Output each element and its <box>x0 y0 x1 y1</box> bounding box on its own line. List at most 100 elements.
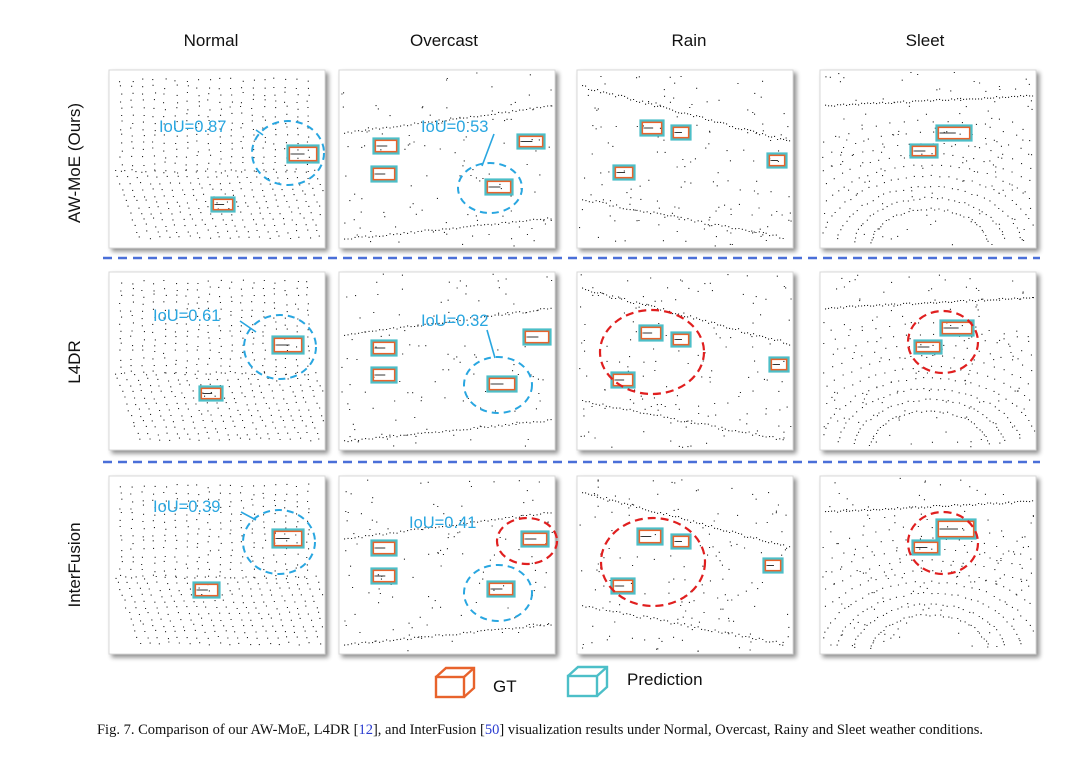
iou-label-l4dr-normal: IoU=0.61 <box>153 307 220 325</box>
caption-text-3: ] visualization results under Normal, Ov… <box>499 722 983 738</box>
gt-box <box>371 568 397 584</box>
gt-box <box>211 197 235 212</box>
iou-label-aw-moe-normal: IoU=0.87 <box>159 118 226 136</box>
gt-box <box>517 134 545 149</box>
gt-box <box>769 357 789 372</box>
prediction-box <box>612 164 636 181</box>
gt-box <box>487 581 515 597</box>
failure-highlight-circle <box>598 308 706 396</box>
prediction-box <box>370 539 398 557</box>
prediction-box <box>198 385 224 402</box>
iou-label-aw-moe-overcast: IoU=0.53 <box>421 118 488 136</box>
panel-l4dr-overcast <box>338 271 556 451</box>
prediction-box <box>370 366 398 384</box>
gt-box <box>373 138 399 154</box>
gt-box <box>287 145 319 163</box>
gt-box <box>371 367 397 383</box>
figure-caption: Fig. 7. Comparison of our AW-MoE, L4DR [… <box>0 722 1080 739</box>
gt-box <box>912 540 940 555</box>
caption-text-1: Fig. 7. Comparison of our AW-MoE, L4DR [ <box>96 722 359 738</box>
gt-box <box>371 540 397 556</box>
failure-highlight-circle <box>495 516 559 566</box>
panel-interfusion-overcast <box>338 475 559 655</box>
gt-box <box>671 534 691 549</box>
gt-box <box>767 153 787 168</box>
prediction-box <box>610 371 636 389</box>
gt-box <box>485 179 513 195</box>
prediction-box <box>610 577 636 595</box>
prediction-box <box>286 144 320 164</box>
iou-highlight-circle <box>457 162 523 214</box>
panel-l4dr-normal <box>108 271 326 451</box>
prediction-box <box>935 124 973 142</box>
iou-highlight-circle <box>251 120 325 186</box>
iou-label-interfusion-normal: IoU=0.39 <box>153 498 220 516</box>
panel-aw-moe-rain <box>576 69 794 249</box>
row-label-interfusion: InterFusion <box>65 522 84 607</box>
gt-box <box>613 165 635 180</box>
gt-box <box>940 320 974 336</box>
failure-highlight-circle <box>599 516 707 608</box>
prediction-box <box>484 178 514 196</box>
column-header-normal: Normal <box>184 31 239 50</box>
iou-label-l4dr-overcast: IoU=0.32 <box>421 312 488 330</box>
prediction-box <box>210 196 236 213</box>
failure-highlight-circle <box>906 309 980 375</box>
gt-box <box>272 336 304 354</box>
iou-pointer-line <box>486 329 496 359</box>
caption-ref-12[interactable]: 12 <box>358 722 373 738</box>
prediction-box <box>486 580 516 598</box>
iou-pointer-line <box>481 133 495 167</box>
gt-box <box>671 125 691 140</box>
gt-box <box>487 376 517 392</box>
panel-interfusion-rain <box>576 475 794 655</box>
iou-pointer-line <box>239 320 257 333</box>
iou-label-interfusion-overcast: IoU=0.41 <box>409 514 476 532</box>
gt-box <box>910 144 938 158</box>
gt-box <box>611 578 635 594</box>
column-header-overcast: Overcast <box>410 31 478 50</box>
prediction-box <box>639 119 665 137</box>
iou-highlight-circle <box>243 314 317 380</box>
gt-box <box>523 329 551 345</box>
iou-annotations: IoU=0.87 IoU=0.53 IoU=0.61 IoU=0.32 IoU=… <box>153 118 488 532</box>
panel-l4dr-rain <box>576 271 794 451</box>
prediction-box <box>636 527 664 546</box>
iou-highlight-circle <box>463 564 533 622</box>
prediction-box <box>372 137 400 155</box>
gt-box <box>936 519 976 539</box>
prediction-box <box>516 133 546 150</box>
legend-gt-label: GT <box>493 677 517 696</box>
panel-aw-moe-overcast <box>338 69 556 249</box>
gt-box <box>639 325 663 341</box>
gt-box <box>936 125 972 141</box>
prediction-box <box>271 335 305 355</box>
prediction-box <box>370 339 398 357</box>
column-header-rain: Rain <box>672 31 707 50</box>
panel-aw-moe-sleet <box>819 69 1037 249</box>
prediction-box <box>670 331 692 348</box>
gt-box <box>763 558 783 573</box>
legend: GT Prediction <box>434 665 703 699</box>
iou-pointer-line <box>255 129 264 136</box>
prediction-box <box>913 339 943 355</box>
caption-ref-50[interactable]: 50 <box>484 722 500 738</box>
prediction-box <box>766 152 788 169</box>
prediction-box <box>909 143 939 159</box>
iou-highlight-circle <box>463 356 533 414</box>
prediction-box <box>192 581 221 599</box>
caption-text-2: ], and InterFusion [ <box>372 722 485 738</box>
prediction-box <box>638 324 664 342</box>
prediction-box-icon <box>566 665 609 698</box>
prediction-box <box>370 567 398 585</box>
gt-box <box>199 386 223 401</box>
column-header-sleet: Sleet <box>906 31 945 50</box>
iou-highlight-circle <box>242 509 316 575</box>
prediction-box <box>670 124 692 141</box>
prediction-box <box>520 530 550 548</box>
panel-interfusion-sleet <box>819 475 1037 655</box>
gt-box <box>671 332 691 347</box>
prediction-box <box>522 328 552 346</box>
legend-prediction-label: Prediction <box>627 670 703 689</box>
